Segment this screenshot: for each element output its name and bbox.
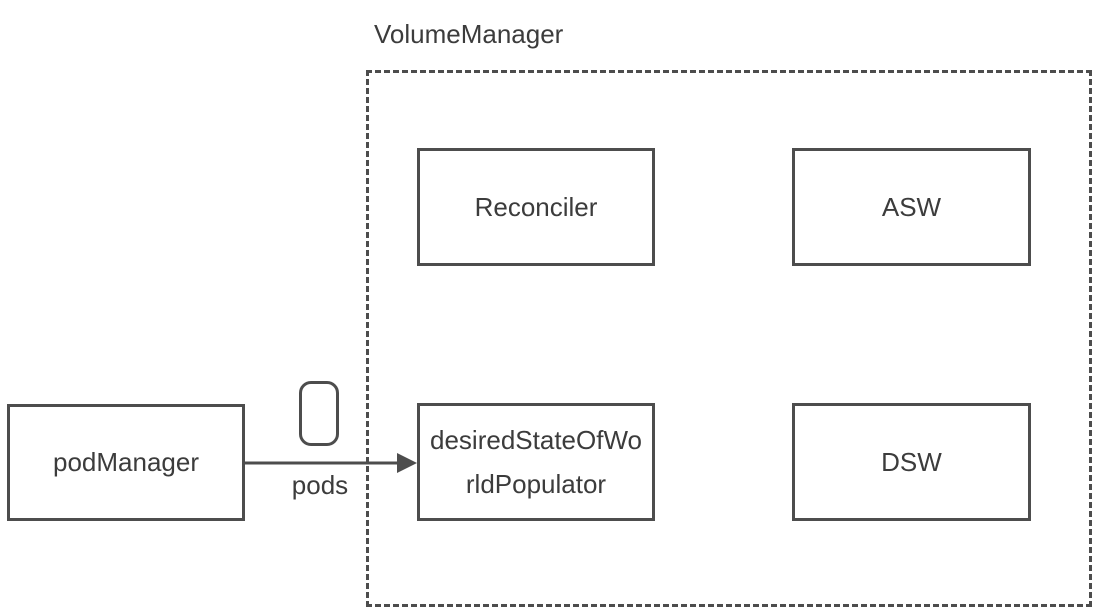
- edge-pods-arrow: [244, 453, 417, 473]
- node-asw-label: ASW: [881, 191, 942, 222]
- node-reconciler-label: Reconciler: [474, 191, 598, 222]
- node-asw: ASW: [792, 148, 1031, 266]
- volume-manager-label: VolumeManager: [374, 19, 564, 49]
- edge-pods-label: pods: [291, 470, 349, 500]
- node-desired-state-of-world-populator-label: desiredStateOfWorldPopulator: [430, 424, 642, 499]
- pod-icon: [299, 381, 339, 446]
- node-reconciler: Reconciler: [417, 148, 655, 266]
- node-pod-manager: podManager: [7, 404, 245, 521]
- edge-pods-arrowhead-icon: [397, 453, 417, 473]
- volume-manager-container: [366, 70, 1092, 607]
- node-dsw: DSW: [792, 403, 1031, 521]
- node-desired-state-of-world-populator: desiredStateOfWorldPopulator: [417, 403, 655, 521]
- node-dsw-label: DSW: [881, 446, 942, 477]
- node-pod-manager-label: podManager: [53, 447, 199, 478]
